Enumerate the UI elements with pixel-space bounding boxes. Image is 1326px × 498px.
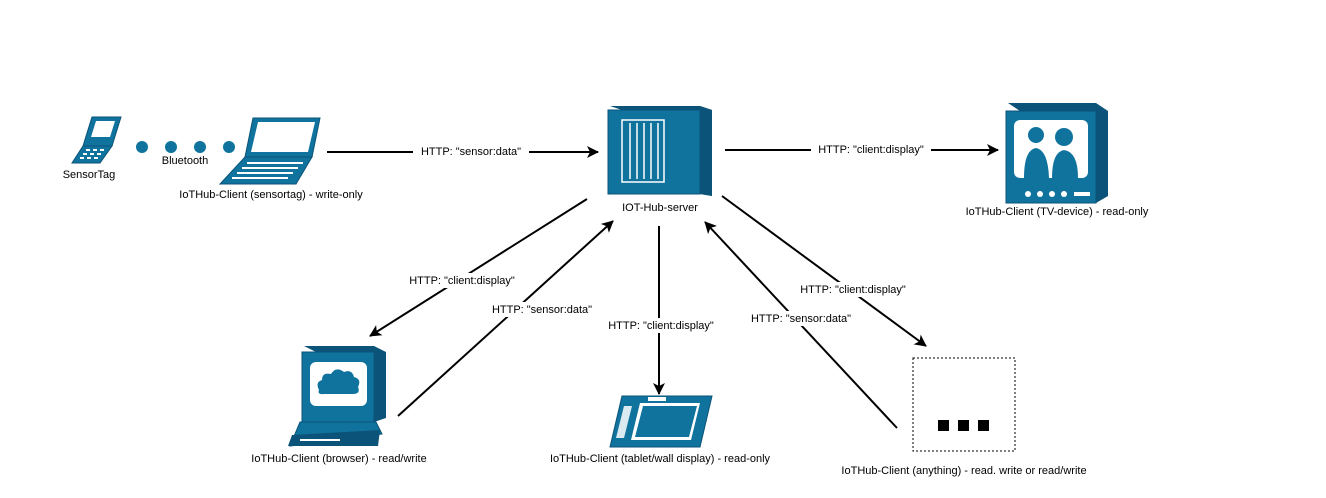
tv-icon [1005, 103, 1108, 204]
tablet-client-node: IoTHub-Client (tablet/wall display) - re… [550, 395, 771, 465]
edge-server-to-anything [721, 195, 927, 347]
edge-label-server-to-anything: HTTP: "client:display" [793, 282, 913, 297]
svg-text:HTTP: "sensor:data": HTTP: "sensor:data" [751, 313, 851, 325]
svg-text:HTTP: "client:display": HTTP: "client:display" [800, 284, 906, 296]
server-icon [607, 106, 712, 196]
edge-browser-to-server [397, 220, 614, 417]
tablet-client-label: IoTHub-Client (tablet/wall display) - re… [550, 453, 771, 465]
edge-label-server-to-browser: HTTP: "client:display" [402, 273, 522, 288]
anything-client-label: IoTHub-Client (anything) - read. write o… [841, 465, 1086, 477]
svg-text:HTTP: "sensor:data": HTTP: "sensor:data" [492, 304, 592, 316]
server-node: IOT-Hub-server [607, 106, 712, 214]
sensortag-node: SensorTag [63, 116, 122, 181]
browser-client-label: IoTHub-Client (browser) - read/write [251, 453, 426, 465]
edge-label-server-to-tablet: HTTP: "client:display" [601, 318, 721, 333]
bluetooth-node: Bluetooth [136, 141, 235, 167]
svg-text:HTTP: "client:display": HTTP: "client:display" [818, 144, 924, 156]
svg-text:HTTP: "sensor:data": HTTP: "sensor:data" [421, 146, 521, 158]
sensortag-label: SensorTag [63, 169, 116, 181]
sensortag-client-label: IoTHub-Client (sensortag) - write-only [179, 189, 363, 201]
bluetooth-label: Bluetooth [162, 155, 208, 167]
desktop-computer-icon [288, 346, 386, 447]
tv-client-label: IoTHub-Client (TV-device) - read-only [966, 206, 1149, 218]
anything-box [912, 357, 1016, 452]
edge-label-anything-to-server: HTTP: "sensor:data" [743, 311, 859, 326]
edge-label-server-to-tv: HTTP: "client:display" [811, 142, 931, 157]
sensortag-client-node: IoTHub-Client (sensortag) - write-only [179, 117, 363, 201]
tv-client-node: IoTHub-Client (TV-device) - read-only [966, 103, 1149, 218]
edge-label-laptop-to-server: HTTP: "sensor:data" [413, 144, 529, 159]
bluetooth-dots-icon [136, 141, 235, 153]
laptop-icon [218, 117, 321, 185]
ellipsis-icon [938, 420, 989, 431]
edge-label-browser-to-server: HTTP: "sensor:data" [484, 302, 600, 317]
svg-text:HTTP: "client:display": HTTP: "client:display" [608, 320, 714, 332]
tablet-icon [609, 395, 713, 448]
edge-server-to-browser [369, 198, 588, 337]
browser-client-node: IoTHub-Client (browser) - read/write [251, 346, 427, 465]
svg-text:HTTP: "client:display": HTTP: "client:display" [409, 275, 515, 287]
anything-client-node: IoTHub-Client (anything) - read. write o… [841, 357, 1087, 477]
handheld-device-icon [71, 116, 122, 164]
server-label: IOT-Hub-server [622, 202, 698, 214]
